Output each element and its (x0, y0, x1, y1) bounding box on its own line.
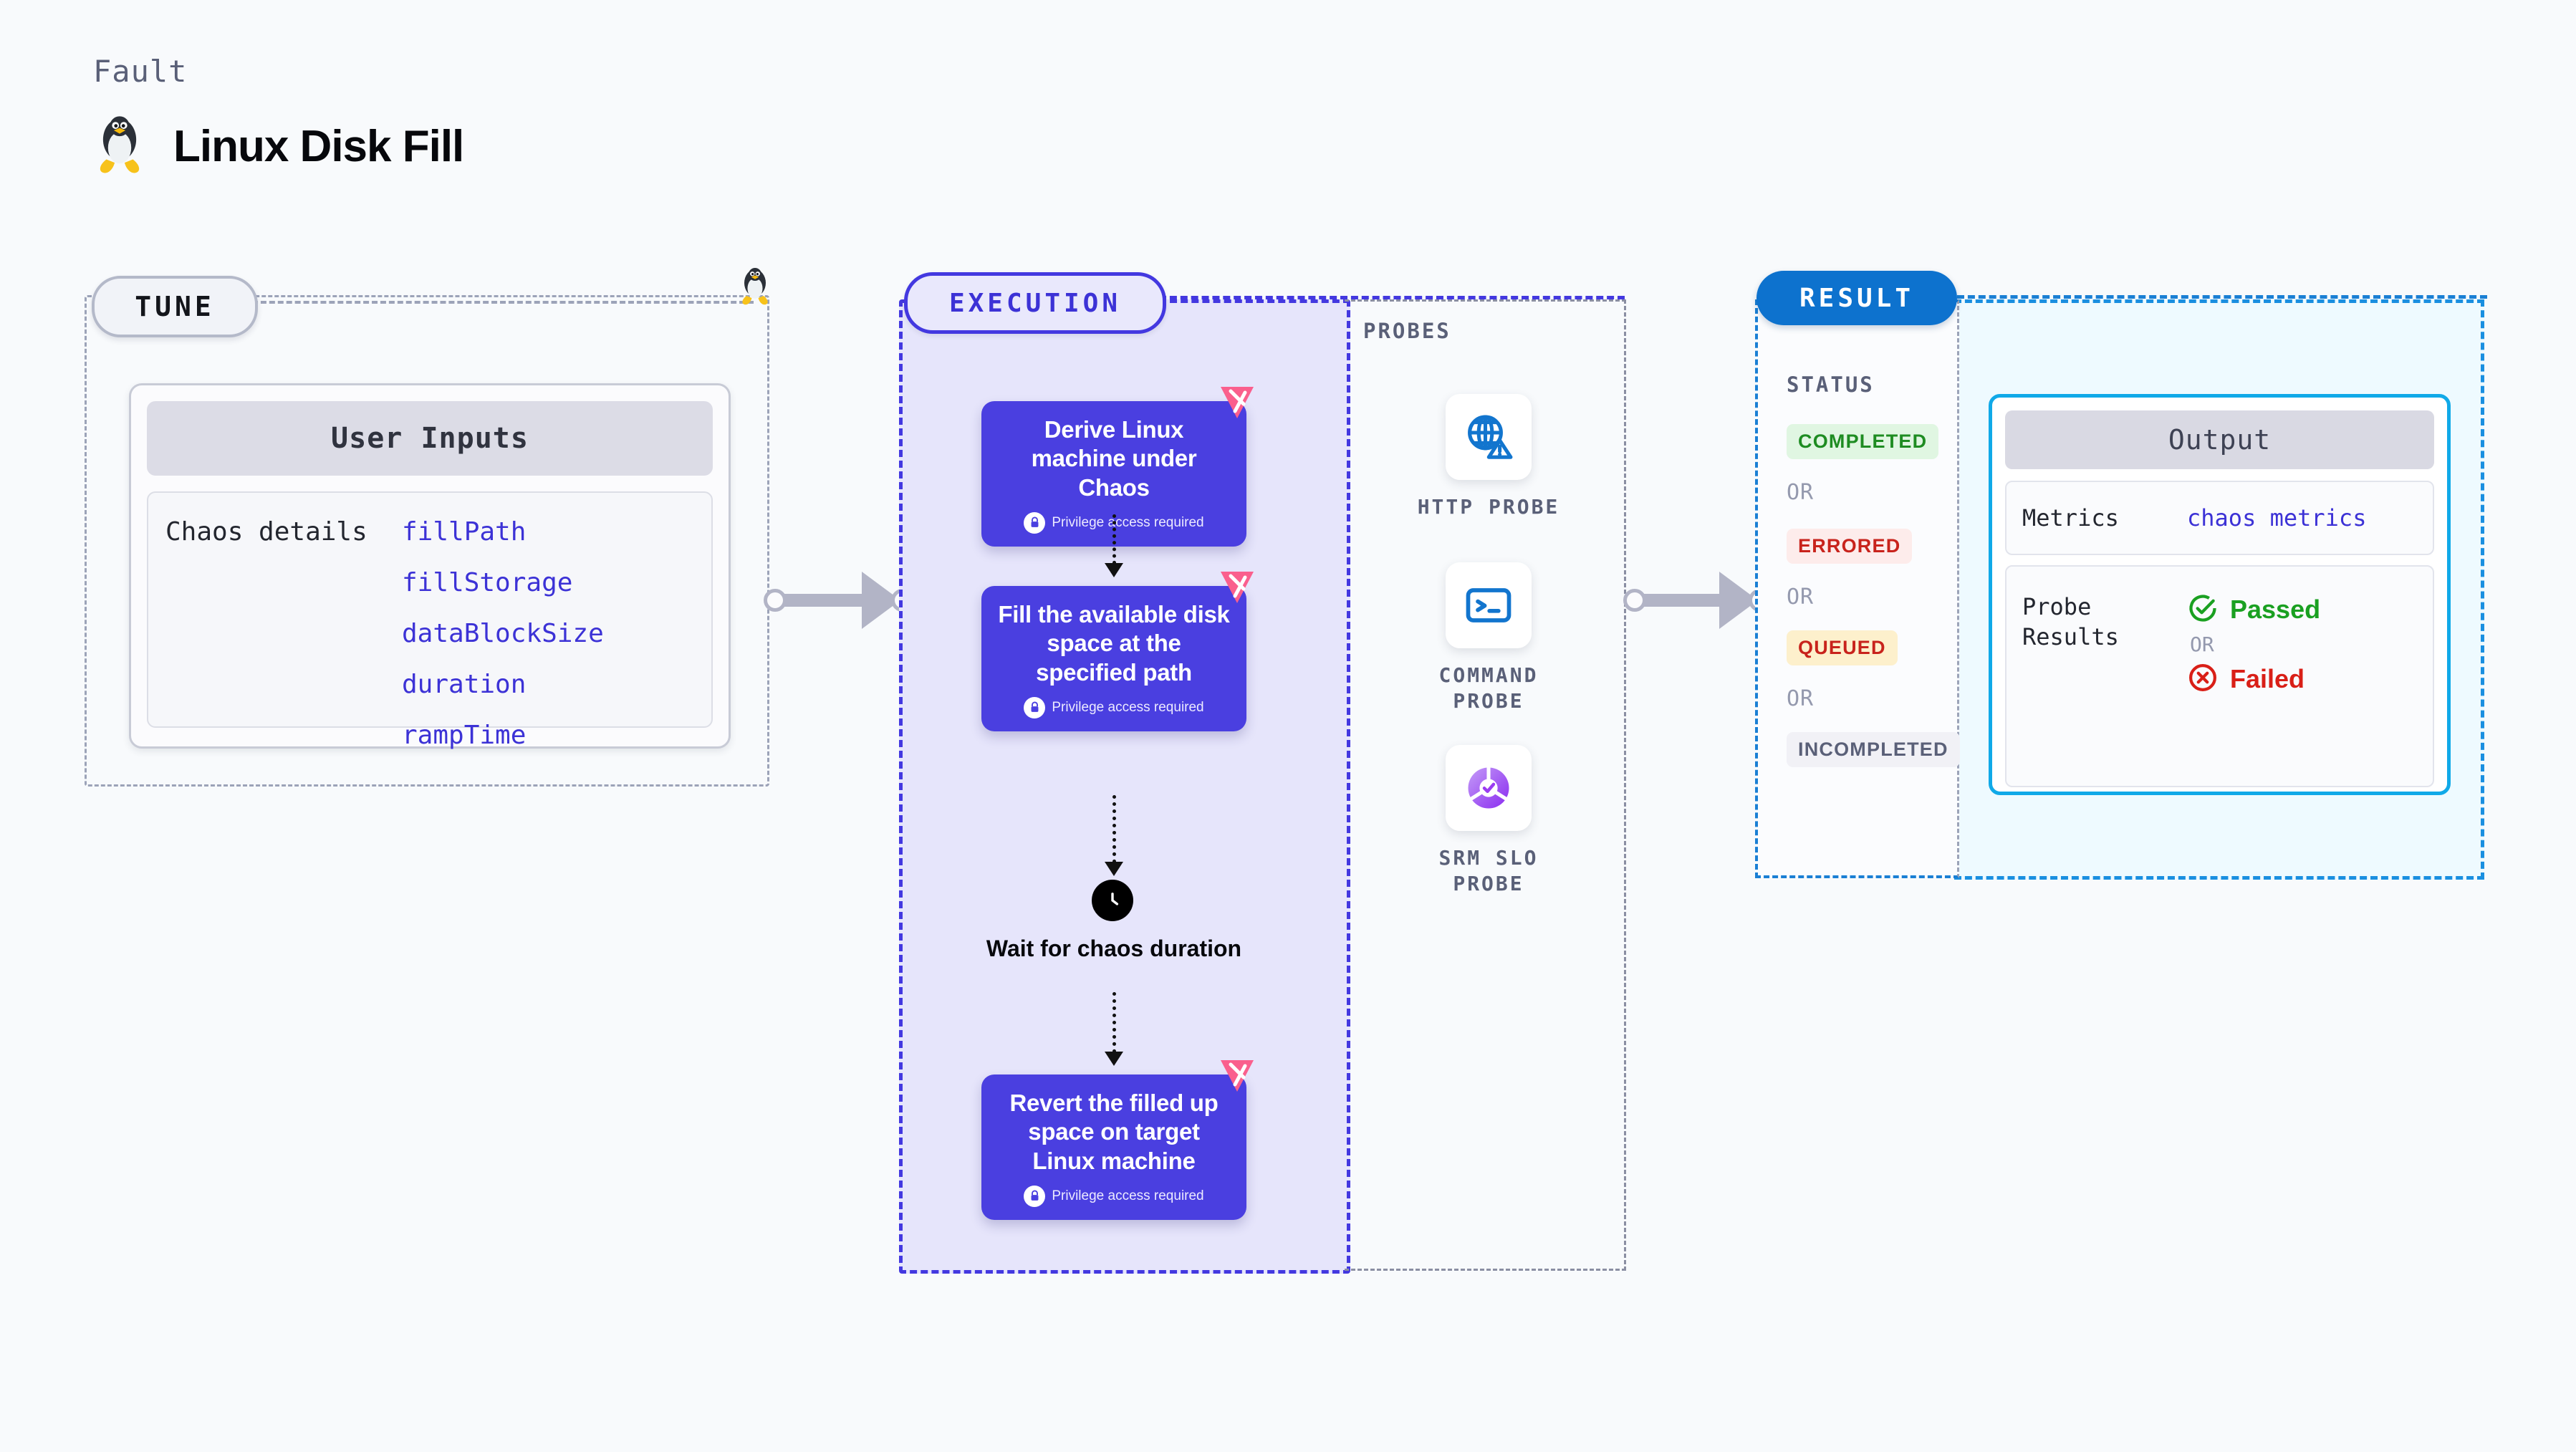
result-badge[interactable]: RESULT (1756, 271, 1957, 325)
slo-check-icon (1446, 745, 1532, 831)
execution-step-1-title: Derive Linux machine under Chaos (1031, 416, 1197, 501)
metrics-value[interactable]: chaos metrics (2187, 504, 2367, 532)
execution-step-2-title: Fill the available disk space at the spe… (998, 601, 1230, 686)
execution-step-2-privilege: Privilege access required (997, 696, 1231, 718)
tune-dashed-connector (252, 301, 754, 304)
probe-result-failed: Failed (2187, 662, 2320, 696)
execution-step-3-title: Revert the filled up space on target Lin… (1009, 1090, 1219, 1174)
result-status-column (1755, 299, 1959, 878)
chaos-params-list: fillPath fillStorage dataBlockSize durat… (402, 517, 604, 750)
chaos-param-fillstorage[interactable]: fillStorage (402, 568, 573, 597)
user-inputs-card: User Inputs Chaos details fillPath fillS… (129, 383, 731, 750)
status-badge-queued: QUEUED (1787, 630, 1898, 665)
execution-step-1[interactable]: Derive Linux machine under Chaos Privile… (981, 387, 1254, 547)
litmus-logo-icon (1216, 383, 1258, 424)
status-badge-completed: COMPLETED (1787, 424, 1939, 459)
output-probe-results-row: Probe Results Passed OR (2005, 565, 2434, 787)
page-header: Linux Disk Fill (93, 115, 464, 178)
linux-penguin-icon (93, 115, 146, 178)
page-title: Linux Disk Fill (173, 121, 464, 171)
litmus-logo-icon (1216, 1056, 1258, 1097)
lock-icon (1024, 511, 1046, 534)
user-inputs-header: User Inputs (147, 401, 713, 476)
output-header: Output (2005, 410, 2434, 469)
tune-badge[interactable]: TUNE (92, 276, 258, 337)
probe-result-passed-label: Passed (2230, 595, 2321, 624)
result-dashed-connector (1957, 295, 2487, 299)
execution-arrow-1-head (1105, 563, 1123, 577)
probe-http[interactable]: HTTP PROBE (1406, 394, 1571, 520)
probes-label: PROBES (1363, 319, 1451, 343)
user-inputs-body: Chaos details fillPath fillStorage dataB… (147, 491, 713, 750)
status-badge-errored: ERRORED (1787, 529, 1913, 564)
chaos-param-fillpath[interactable]: fillPath (402, 517, 527, 547)
terminal-icon (1446, 562, 1532, 648)
chaos-details-label: Chaos details (165, 517, 367, 547)
status-or-1: OR (1787, 480, 1815, 505)
probe-srm-slo-label: SRM SLO PROBE (1438, 846, 1539, 895)
execution-arrow-2-head (1105, 862, 1123, 876)
status-or-2: OR (1787, 585, 1815, 610)
probe-srm-slo[interactable]: SRM SLO PROBE (1406, 745, 1571, 897)
probe-result-failed-label: Failed (2230, 664, 2305, 693)
globe-warning-icon (1446, 394, 1532, 480)
execution-dashed-connector (1159, 296, 1625, 299)
execution-step-3[interactable]: Revert the filled up space on target Lin… (981, 1060, 1254, 1220)
linux-penguin-icon-small (738, 266, 772, 308)
probe-results-values: Passed OR Failed (2187, 592, 2320, 786)
chaos-param-datablocksize[interactable]: dataBlockSize (402, 619, 604, 648)
check-circle-icon (2187, 592, 2219, 627)
litmus-logo-icon (1216, 567, 1258, 609)
output-card: Output Metrics chaos metrics Probe Resul… (1989, 394, 2451, 795)
lock-icon (1024, 696, 1046, 718)
probe-http-label: HTTP PROBE (1417, 495, 1560, 519)
wait-for-chaos-duration-label: Wait for chaos duration (986, 936, 1242, 961)
execution-badge[interactable]: EXECUTION (904, 272, 1166, 334)
page-subtitle-fault: Fault (93, 54, 188, 89)
probe-result-passed: Passed (2187, 592, 2320, 627)
execution-arrow-3 (1112, 992, 1116, 1053)
execution-step-3-privilege: Privilege access required (997, 1185, 1231, 1207)
probe-command-label: COMMAND PROBE (1438, 663, 1539, 713)
probe-results-label: Probe Results (2022, 593, 2119, 650)
probe-result-or-label: OR (2190, 633, 2214, 656)
privilege-note-text: Privilege access required (1052, 514, 1204, 530)
clock-icon (1092, 880, 1133, 921)
chaos-param-ramptime[interactable]: rampTime (402, 721, 527, 750)
tune-section (85, 295, 769, 787)
status-or-3: OR (1787, 686, 1815, 711)
probe-command[interactable]: COMMAND PROBE (1406, 562, 1571, 714)
status-badge-incompleted: INCOMPLETED (1787, 732, 1960, 767)
privilege-note-text: Privilege access required (1052, 699, 1204, 715)
output-metrics-row: Metrics chaos metrics (2005, 481, 2434, 555)
execution-arrow-2 (1112, 795, 1116, 863)
privilege-note-text: Privilege access required (1052, 1188, 1204, 1203)
execution-arrow-1 (1112, 514, 1116, 564)
x-circle-icon (2187, 662, 2219, 696)
metrics-label: Metrics (2022, 504, 2119, 532)
status-label: STATUS (1787, 372, 1875, 397)
execution-step-2[interactable]: Fill the available disk space at the spe… (981, 572, 1254, 731)
probe-result-or: OR (2187, 633, 2320, 656)
execution-step-1-privilege: Privilege access required (997, 511, 1231, 534)
execution-arrow-3-head (1105, 1052, 1123, 1066)
chaos-param-duration[interactable]: duration (402, 670, 527, 699)
lock-icon (1024, 1185, 1046, 1207)
probes-section (1345, 299, 1626, 1271)
